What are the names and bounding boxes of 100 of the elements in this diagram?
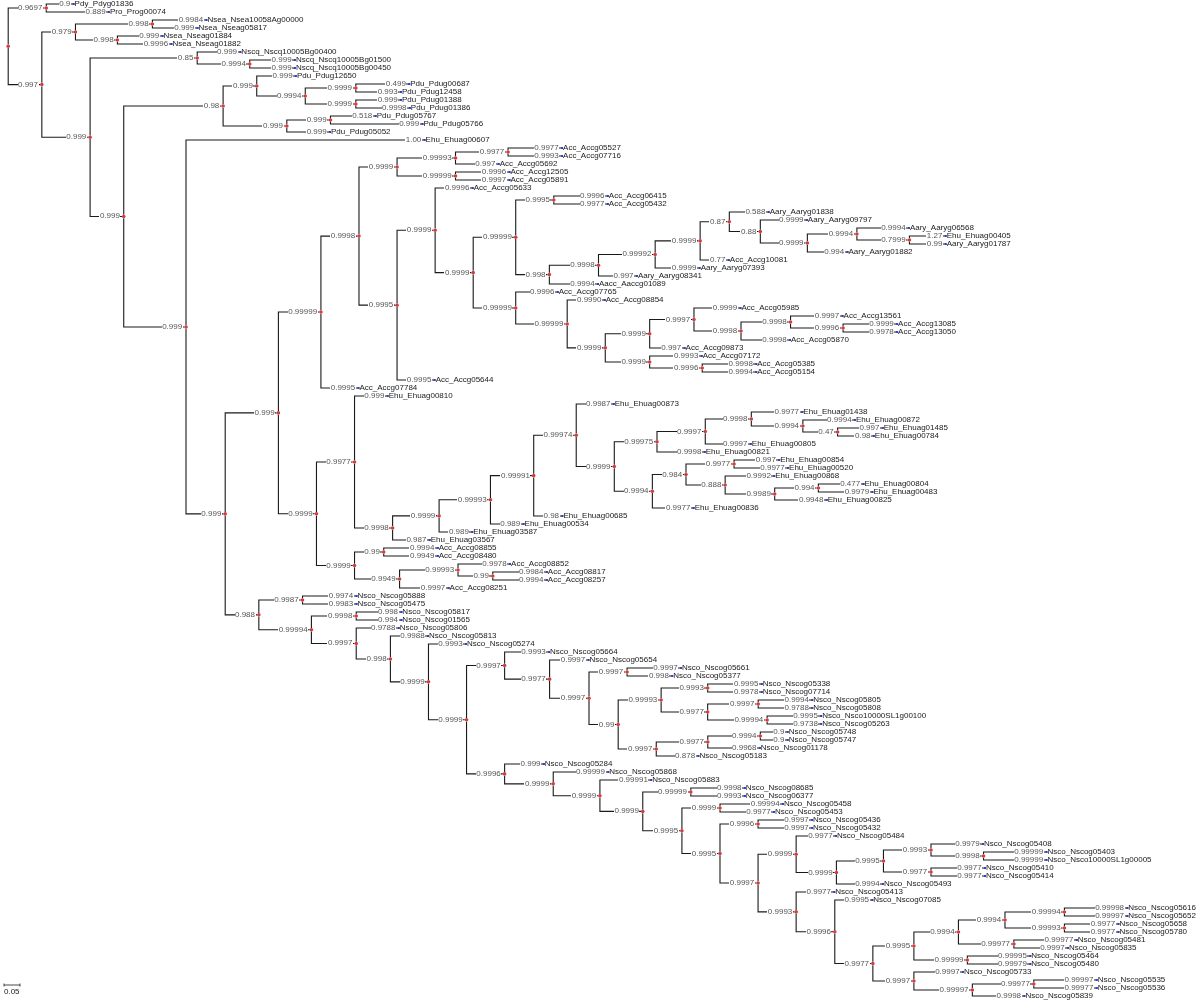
node-marker: [739, 329, 743, 333]
support-value: 0.9977: [844, 959, 870, 968]
support-value: 0.98: [203, 102, 220, 110]
support-value: 0.9998: [381, 104, 408, 112]
node-marker: [612, 464, 617, 469]
node-marker: [303, 94, 308, 98]
taxon-label: Ehu_Ehuag00405: [946, 232, 1011, 240]
support-value: 0.99993: [422, 154, 453, 162]
taxon-label: Ehu_Ehuag00534: [524, 520, 589, 528]
taxon-label: Nsco_Nscog05839: [1025, 992, 1093, 1000]
support-value: 0.9994: [774, 422, 800, 430]
node-marker: [453, 174, 458, 178]
node-marker: [195, 56, 199, 60]
support-value: 0.999: [271, 64, 293, 72]
support-value: 0.9977: [533, 144, 560, 152]
support-value: 0.989: [499, 520, 521, 528]
taxon-label: Acc_Accg13085: [898, 320, 956, 328]
taxon-label: Nsco_Nscog05817: [402, 608, 470, 616]
support-value: 0.98: [854, 432, 872, 440]
taxon-label: Nsea_Nsea10058Ag00000: [207, 16, 304, 24]
support-value: 0.99994: [278, 625, 309, 634]
support-value: 0.9999: [691, 804, 717, 812]
branch-line: [89, 57, 196, 136]
support-value: 0.87: [709, 217, 726, 226]
support-value: 0.9995: [691, 849, 717, 858]
support-value: 0.9994: [828, 230, 854, 238]
support-value: 0.9996: [475, 769, 502, 778]
taxon-label: Nsco_Nscog05458: [783, 800, 852, 808]
taxon-label: Aary_Aaryg01787: [946, 240, 1011, 248]
branch-line: [837, 433, 876, 437]
taxon-label: Acc_Accg06415: [608, 192, 667, 200]
taxon-label: Aary_Aaryg07393: [700, 264, 765, 272]
support-value: 0.9999: [327, 84, 353, 92]
node-marker: [223, 512, 227, 516]
taxon-label: Nsco_Nscog01178: [760, 744, 828, 752]
taxon-label: Aary_Aaryg01882: [848, 248, 913, 256]
support-value: 0.994: [823, 248, 845, 256]
support-value: 0.9996: [143, 40, 169, 48]
taxon-label: Acc_Accg07765: [558, 288, 617, 296]
taxon-label: Pdy_Pdyg01836: [74, 0, 134, 8]
support-value: 0.9977: [956, 872, 983, 880]
support-value: 0.499: [385, 80, 407, 88]
branch-line: [185, 139, 427, 326]
taxon-label: Acc_Accg05891: [510, 176, 569, 184]
node-marker: [700, 366, 704, 370]
node-marker: [6, 44, 10, 49]
taxon-label: Nsco_Nscog01565: [402, 616, 470, 624]
taxon-label: Nsco_Nscog05868: [609, 768, 677, 776]
support-value: 0.999: [254, 408, 276, 417]
support-value: 0.9998: [996, 992, 1022, 1000]
taxon-label: Ehu_Ehuag00821: [705, 448, 770, 456]
node-marker: [314, 511, 319, 516]
taxon-label: Ehu_Ehuag03567: [430, 536, 495, 544]
support-value: 0.9999: [437, 715, 464, 724]
support-value: 0.99999: [1013, 856, 1044, 864]
taxon-label: Nsco_Nscog05484: [836, 832, 905, 840]
support-value: 0.988: [234, 610, 256, 619]
taxon-label: Nsco_Nscog05813: [428, 632, 497, 640]
node-marker: [603, 346, 608, 350]
node-marker: [328, 118, 333, 122]
node-marker: [1062, 926, 1067, 930]
taxon-label: Ehu_Ehuag00868: [775, 472, 840, 480]
node-marker: [855, 232, 859, 236]
taxon-label: Ehu_Ehuag00873: [614, 400, 679, 408]
support-value: 0.9788: [783, 704, 810, 712]
support-value: 0.9738: [792, 720, 819, 728]
node-marker: [705, 710, 710, 714]
support-value: 0.9979: [844, 488, 870, 496]
node-marker: [805, 241, 810, 245]
taxon-label: Nsco_Nscog05480: [1031, 960, 1099, 968]
taxon-label: Nsco_Nscog05835: [1068, 944, 1137, 952]
support-value: 0.9977: [679, 738, 705, 746]
support-value: 0.99991: [500, 471, 531, 480]
support-value: 0.9997: [729, 700, 755, 708]
taxon-label: Nsco_Nscog05748: [788, 728, 857, 736]
support-value: 0.9998: [676, 448, 702, 456]
taxon-label: Ehu_Ehuag00607: [425, 136, 490, 144]
support-value: 0.9: [772, 728, 785, 736]
support-value: 0.9977: [745, 808, 772, 816]
support-value: 0.9977: [678, 708, 705, 716]
support-value: 0.9977: [665, 504, 691, 512]
support-value: 0.99995: [997, 952, 1028, 960]
support-value: 0.9998: [716, 784, 743, 792]
node-marker: [912, 979, 916, 983]
support-value: 0.9977: [1090, 928, 1116, 936]
support-value: 0.9948: [798, 496, 824, 504]
node-marker: [698, 239, 702, 243]
support-value: 0.9977: [705, 460, 731, 468]
support-value: 0.518: [351, 112, 373, 120]
taxon-label: Pdu_Pdug12458: [401, 88, 462, 96]
taxon-label: Acc_Accg07784: [359, 384, 418, 392]
support-value: 0.99992: [621, 250, 652, 259]
node-marker: [625, 670, 629, 674]
node-marker: [647, 331, 652, 336]
support-value: 0.99975: [623, 437, 654, 446]
support-value: 0.9997: [722, 440, 748, 448]
node-marker: [552, 198, 556, 202]
taxon-label: Nsco_Nscog05475: [357, 600, 426, 608]
support-value: 0.997: [613, 272, 635, 280]
support-value: 0.999: [520, 760, 542, 768]
